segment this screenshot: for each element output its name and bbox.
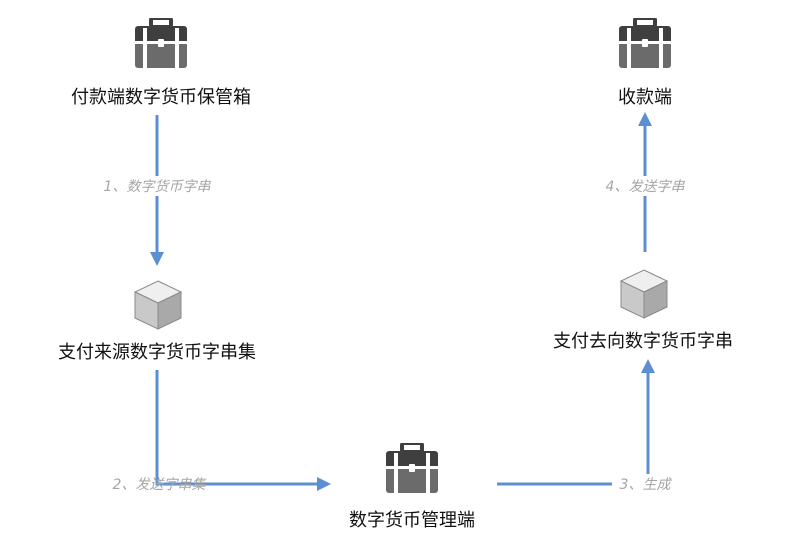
briefcase-icon — [133, 18, 189, 68]
arrow-head — [638, 112, 652, 126]
edge-3: 3、生成 — [497, 359, 680, 494]
edge-1-label-bg — [95, 176, 220, 196]
edge-3-label-bg — [612, 474, 680, 494]
edge-2-label: 2、发送字串集 — [113, 477, 207, 493]
payer-wallet-label: 付款端数字货币保管箱 — [71, 87, 251, 108]
edge-4-label: 4、发送字串 — [606, 179, 686, 195]
edge-3-label: 3、生成 — [620, 477, 673, 493]
payer-wallet-node: 付款端数字货币保管箱 — [71, 18, 251, 108]
edge-1: 1、数字货币字串 — [95, 115, 220, 266]
edge-2-line — [155, 370, 317, 486]
source-set-node: 支付来源数字货币字串集 — [58, 280, 256, 363]
arrow-head — [317, 477, 331, 491]
payee-label: 收款端 — [618, 87, 672, 108]
cube-icon — [134, 280, 182, 330]
dest-string-label: 支付去向数字货币字串 — [553, 331, 733, 352]
edge-3-line — [497, 373, 650, 486]
payee-node: 收款端 — [617, 18, 673, 108]
arrow-head — [150, 252, 164, 266]
edge-4-label-bg — [590, 176, 700, 196]
arrow-head — [641, 359, 655, 373]
source-set-label: 支付来源数字货币字串集 — [58, 342, 256, 363]
briefcase-icon — [617, 18, 673, 68]
edge-4: 4、发送字串 — [590, 112, 700, 252]
edge-2: 2、发送字串集 — [113, 370, 331, 493]
manager-node: 数字货币管理端 — [349, 443, 475, 531]
briefcase-icon — [384, 443, 440, 493]
cube-icon — [620, 269, 668, 319]
manager-label: 数字货币管理端 — [349, 510, 475, 531]
dest-string-node: 支付去向数字货币字串 — [553, 269, 733, 352]
edge-1-label: 1、数字货币字串 — [104, 179, 212, 195]
